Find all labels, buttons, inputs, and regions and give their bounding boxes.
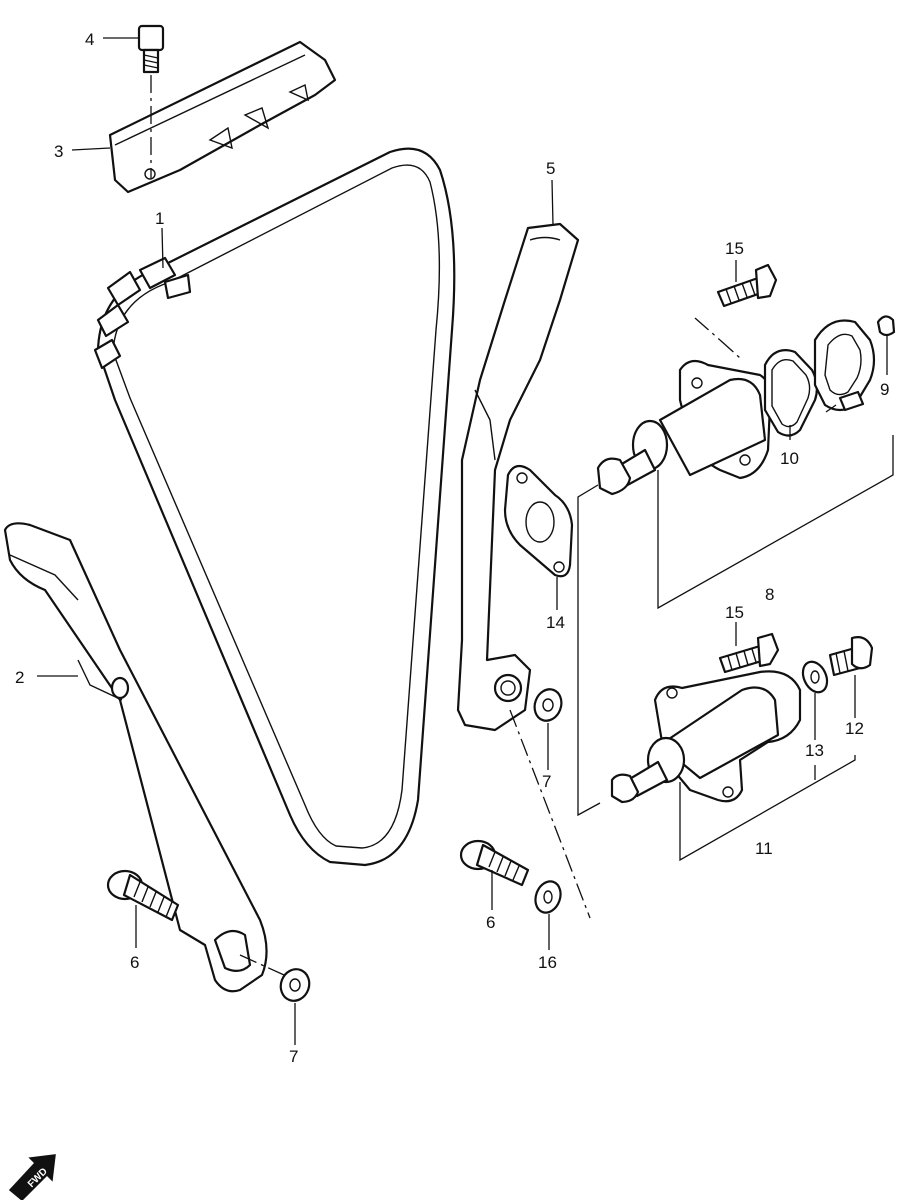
callout-7-left: 7 bbox=[289, 1047, 298, 1066]
part-7-washer-left bbox=[279, 968, 311, 1002]
part-15-tensioner-bolt-upper bbox=[716, 263, 778, 308]
part-11-cam-chain-tensioner-assembly bbox=[610, 670, 802, 804]
part-12-tensioner-spring-bolt bbox=[828, 636, 874, 677]
callout-6-right: 6 bbox=[486, 913, 495, 932]
fwd-direction-badge: FWD bbox=[8, 1154, 56, 1200]
callout-8: 8 bbox=[765, 585, 774, 604]
part-9-tensioner-cap bbox=[813, 315, 896, 413]
callout-10: 10 bbox=[780, 449, 799, 468]
callout-15-lower: 15 bbox=[725, 603, 744, 622]
part-3-upper-chain-guide bbox=[108, 40, 337, 194]
callout-13: 13 bbox=[805, 741, 824, 760]
callout-labels: 4 3 1 5 15 9 10 14 8 2 15 12 13 7 11 6 6… bbox=[15, 30, 889, 1066]
callout-14: 14 bbox=[546, 613, 565, 632]
part-10-tensioner-cap-gasket bbox=[763, 349, 819, 437]
part-8-cam-chain-tensioner-assembly bbox=[596, 317, 773, 496]
part-13-sealing-washer bbox=[801, 660, 829, 694]
callout-12: 12 bbox=[845, 719, 864, 738]
callout-9: 9 bbox=[880, 380, 889, 399]
part-4-bolt bbox=[137, 24, 165, 178]
callout-15-upper: 15 bbox=[725, 239, 744, 258]
part-6-pivot-bolt-left bbox=[106, 869, 180, 922]
callout-7-right: 7 bbox=[542, 772, 551, 791]
callout-1: 1 bbox=[155, 209, 164, 228]
part-15-tensioner-bolt-lower bbox=[718, 632, 780, 674]
callout-11: 11 bbox=[755, 839, 773, 858]
part-16-washer bbox=[534, 880, 562, 914]
callout-6-left: 6 bbox=[130, 953, 139, 972]
callout-16: 16 bbox=[538, 953, 557, 972]
part-2-tensioner-chain-guide bbox=[3, 522, 296, 993]
part-1-cam-chain bbox=[93, 147, 456, 867]
callout-2: 2 bbox=[15, 668, 24, 687]
callout-4: 4 bbox=[85, 30, 94, 49]
part-6-pivot-bolt-right bbox=[459, 839, 530, 887]
callout-3: 3 bbox=[54, 142, 63, 161]
leader-lines bbox=[37, 37, 894, 1045]
part-14-tensioner-gasket bbox=[503, 464, 574, 578]
callout-5: 5 bbox=[546, 159, 555, 178]
part-5-rear-chain-guide bbox=[456, 222, 591, 919]
part-7-washer-right bbox=[533, 688, 563, 722]
